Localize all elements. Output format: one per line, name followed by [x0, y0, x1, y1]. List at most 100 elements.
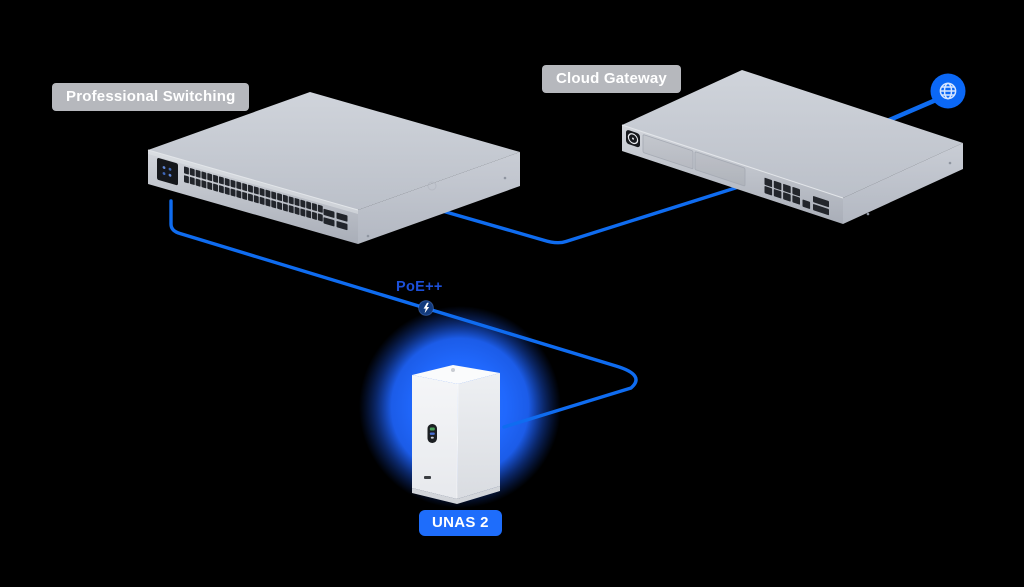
port [271, 191, 277, 200]
port [300, 199, 306, 208]
port [248, 193, 253, 202]
port [336, 221, 348, 231]
port [294, 206, 300, 215]
port [253, 195, 259, 204]
port [336, 212, 348, 222]
port [230, 179, 236, 188]
port [773, 180, 782, 191]
port [300, 208, 306, 217]
port [184, 166, 189, 175]
port [783, 183, 791, 194]
drive-bay [642, 134, 694, 170]
port [236, 181, 242, 190]
port [189, 168, 195, 177]
port [792, 187, 800, 197]
unas-front-port [424, 476, 431, 479]
gateway-right-face [843, 143, 963, 224]
port [224, 178, 230, 187]
port [764, 186, 773, 196]
port [282, 203, 288, 212]
drive-bay [694, 151, 746, 187]
port [288, 196, 294, 205]
port [184, 175, 189, 184]
port [218, 185, 224, 194]
port [317, 204, 323, 213]
port [271, 200, 277, 209]
port [224, 186, 230, 195]
ubiquiti-logo-mark [451, 368, 455, 372]
port [282, 194, 288, 203]
display-ring [627, 133, 639, 145]
globe-icon [930, 73, 966, 109]
poe-badge: PoE++ [396, 279, 443, 295]
port [265, 189, 271, 198]
switch-right-face [358, 152, 520, 244]
unas-device [412, 365, 500, 504]
switch-touchscreen [157, 158, 178, 186]
poe-marker [418, 300, 434, 316]
port [189, 176, 195, 185]
port [294, 198, 300, 207]
port [792, 195, 800, 205]
port [248, 184, 253, 193]
port [213, 174, 218, 183]
switch-label: Professional Switching [52, 83, 250, 111]
cable-switch-to-gateway [430, 182, 750, 245]
port [201, 171, 207, 180]
port [207, 181, 213, 190]
screen-pixel [168, 167, 172, 171]
port [306, 201, 312, 210]
gateway-top-face [622, 70, 963, 198]
unas-top-face [412, 365, 500, 384]
port [213, 183, 218, 192]
port [312, 203, 317, 212]
port [195, 178, 201, 187]
screen-pixel [162, 172, 166, 176]
port [277, 193, 283, 202]
switch-device [147, 92, 520, 244]
port [312, 211, 317, 220]
switch-port-grid [148, 150, 358, 231]
unas-front-edge [456, 383, 459, 499]
unas-base [412, 486, 500, 504]
port [236, 190, 242, 199]
port [195, 169, 201, 178]
switch-bezel [148, 150, 358, 214]
port [813, 196, 829, 208]
port [306, 210, 312, 219]
port [802, 199, 811, 209]
screen-pixel [429, 427, 435, 431]
screw-dot [866, 212, 870, 216]
screen-pixel [429, 432, 435, 435]
switch-top-face [148, 92, 520, 210]
port [207, 173, 213, 182]
display-dot [632, 137, 634, 140]
unas-right-face [457, 373, 500, 499]
port [259, 188, 265, 197]
port [764, 177, 773, 188]
ubiquiti-logo-mark [427, 181, 437, 191]
port [230, 188, 236, 197]
port [265, 198, 271, 207]
port [783, 192, 791, 202]
port [201, 180, 207, 189]
screw-dot [366, 234, 370, 238]
screen-pixel [162, 166, 166, 170]
port [288, 205, 294, 214]
port [242, 183, 248, 192]
screen-pixel [430, 436, 434, 439]
port [277, 201, 283, 210]
gateway-device [621, 70, 963, 224]
port [813, 204, 829, 216]
lightning-bolt-icon [423, 302, 430, 314]
screen-pixel [168, 173, 172, 177]
globe-lines [939, 82, 957, 100]
port [253, 186, 259, 195]
screw-dot [503, 176, 507, 180]
cable-switch-to-unas [169, 199, 638, 429]
port [242, 191, 248, 200]
port [323, 208, 335, 218]
port [259, 196, 265, 205]
